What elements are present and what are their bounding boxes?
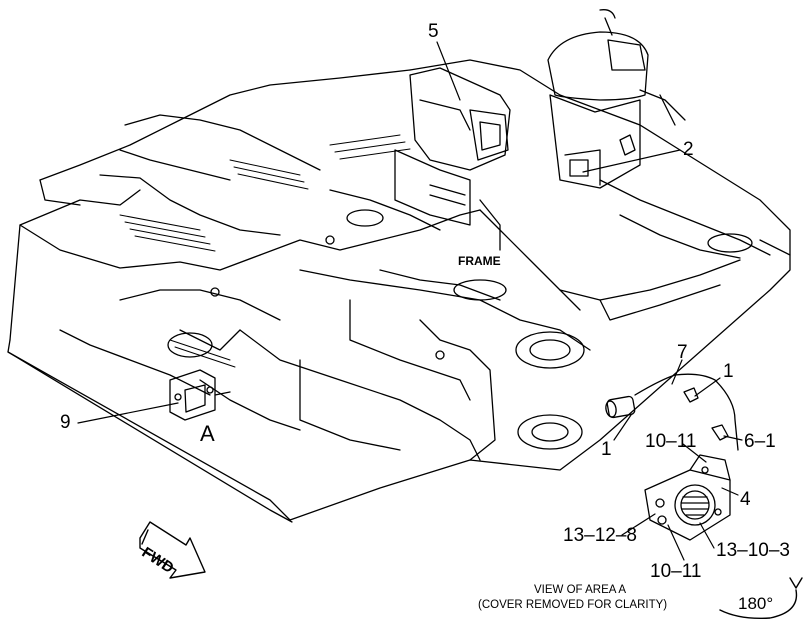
center-console — [394, 67, 511, 251]
alarm-device — [644, 454, 731, 541]
console-assembly — [547, 9, 686, 189]
frame-label: FRAME — [458, 254, 501, 268]
callout-4: 4 — [740, 489, 751, 510]
main-frame-outline — [7, 59, 791, 523]
bracket-area-a — [169, 369, 231, 421]
callout-1-top: 1 — [723, 361, 734, 382]
view-caption-line2: (COVER REMOVED FOR CLARITY) — [478, 599, 668, 611]
leader-lines — [77, 41, 743, 561]
rotation-arrow — [719, 577, 803, 620]
view-caption-line1: VIEW OF AREA A — [534, 584, 627, 596]
frame-bosses — [167, 209, 753, 450]
callout-6-1: 6–1 — [744, 431, 776, 452]
callout-5: 5 — [428, 21, 439, 42]
fwd-arrow-shape — [139, 521, 206, 579]
callout-13-10-3: 13–10–3 — [716, 540, 790, 561]
callout-1-bottom: 1 — [601, 439, 612, 460]
callout-10-11-top: 10–11 — [645, 431, 697, 452]
callout-10-11-bottom: 10–11 — [650, 561, 702, 582]
callout-13-12-8: 13–12–8 — [563, 525, 637, 546]
area-a-label: A — [200, 421, 215, 446]
callout-2: 2 — [683, 139, 694, 160]
deck-grilles — [119, 134, 411, 368]
rotation-label: 180° — [738, 594, 774, 613]
callout-9: 9 — [60, 412, 71, 433]
cable-harness — [605, 373, 739, 451]
callout-7: 7 — [677, 342, 688, 363]
